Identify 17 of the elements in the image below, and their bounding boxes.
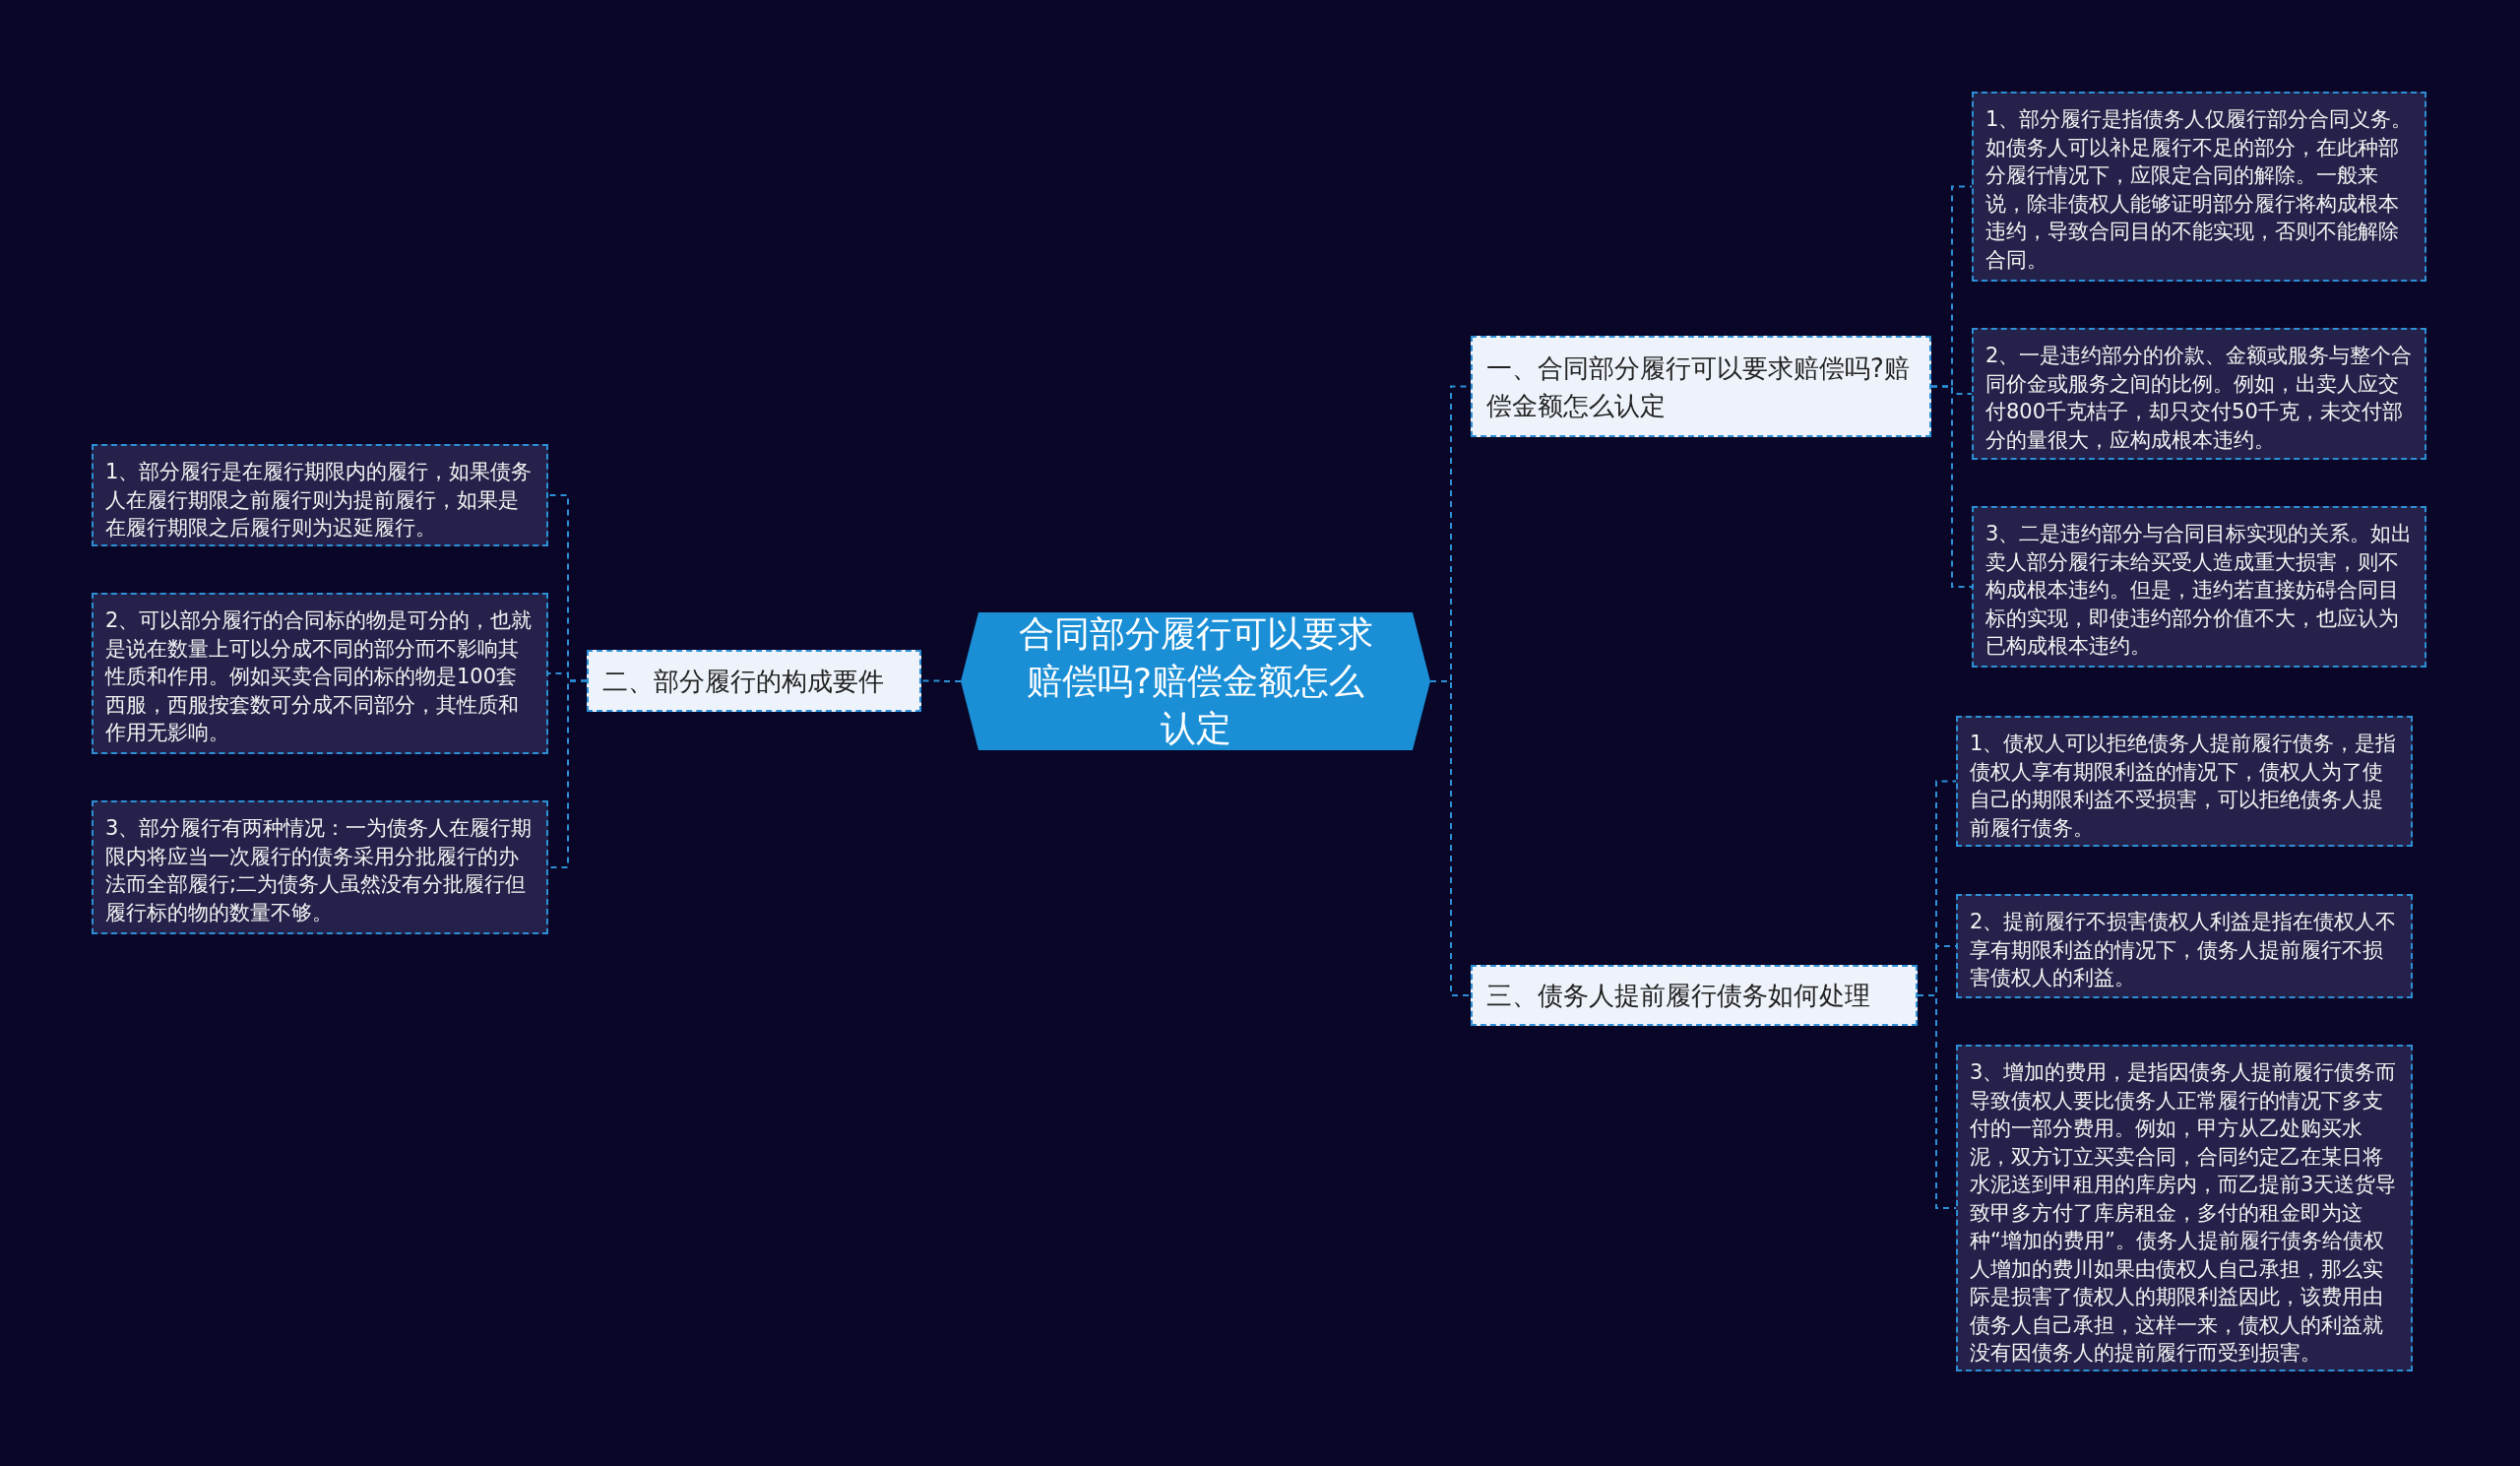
connector-line (1917, 994, 1957, 1209)
text-card: 1、部分履行是在履行期限内的履行，如果债务人在履行期限之前履行则为提前履行，如果是在履行期限之后履行则为迟延履行。 (92, 444, 548, 546)
text-card: 3、二是违约部分与合同目标实现的关系。如出卖人部分履行未给买受人造成重大损害，则不构成根本违约。但是，违约若直接妨碍合同目标的实现，即使违约部分价值不大，也应认为已构成根本违约。 (1972, 506, 2426, 668)
text-card: 3、增加的费用，是指因债务人提前履行债务而导致债权人要比债务人正常履行的情况下多支付的一部分费用。例如，甲方从乙处购买水泥，双方订立买卖合同，合同约定乙在某日将水泥送到甲租用的库房内，而乙提前3天送货导致甲多方付了库房租金，多付的租金即为这种“增加的费用”。债务人提前履行债务给债权人增加的费川如果由债权人自己承担，那么实际是损害了债权人的期限利益因此，该费用由债务人自己承担，这样一来，债权人的利益就没有因债务人的提前履行而受到损害。 (1956, 1045, 2413, 1371)
text-card: 2、一是违约部分的价款、金额或服务与整个合同价金或服务之间的比例。例如，出卖人应交付800千克桔子，却只交付50千克，未交付部分的量很大，应构成根本违约。 (1972, 328, 2426, 460)
connector-line (920, 679, 962, 682)
text-card: 1、部分履行是指债务人仅履行部分合同义务。如债务人可以补足履行不足的部分，在此种部分履行情况下，应限定合同的解除。一般来说，除非债权人能够证明部分履行将构成根本违约，导致合同目的不能实现，否则不能解除合同。 (1972, 92, 2426, 282)
text-card: 3、部分履行有两种情况：一为债务人在履行期限内将应当一次履行的债务采用分批履行的办法而全部履行;二为债务人虽然没有分批履行但履行标的物的数量不够。 (92, 800, 548, 934)
connector-line (1930, 385, 1973, 588)
topic-box: 二、部分履行的构成要件 (587, 650, 921, 712)
central-topic: 合同部分履行可以要求赔偿吗?赔偿金额怎么认定 (961, 612, 1430, 750)
text-card: 1、债权人可以拒绝债务人提前履行债务，是指债权人享有期限利益的情况下，债权人为了使自己的期限利益不受损害，可以拒绝债务人提前履行债务。 (1956, 716, 2413, 847)
connector-line (1429, 680, 1472, 996)
topic-box: 三、债务人提前履行债务如何处理 (1471, 965, 1918, 1026)
text-card: 2、可以部分履行的合同标的物是可分的，也就是说在数量上可以分成不同的部分而不影响其性质和作用。例如买卖合同的标的物是100套西服，西服按套数可分成不同部分，其性质和作用无影响。 (92, 593, 548, 754)
text-card: 2、提前履行不损害债权人利益是指在债权人不享有期限利益的情况下，债务人提前履行不损害债权人的利益。 (1956, 894, 2413, 998)
topic-box: 一、合同部分履行可以要求赔偿吗?赔偿金额怎么认定 (1471, 336, 1931, 437)
